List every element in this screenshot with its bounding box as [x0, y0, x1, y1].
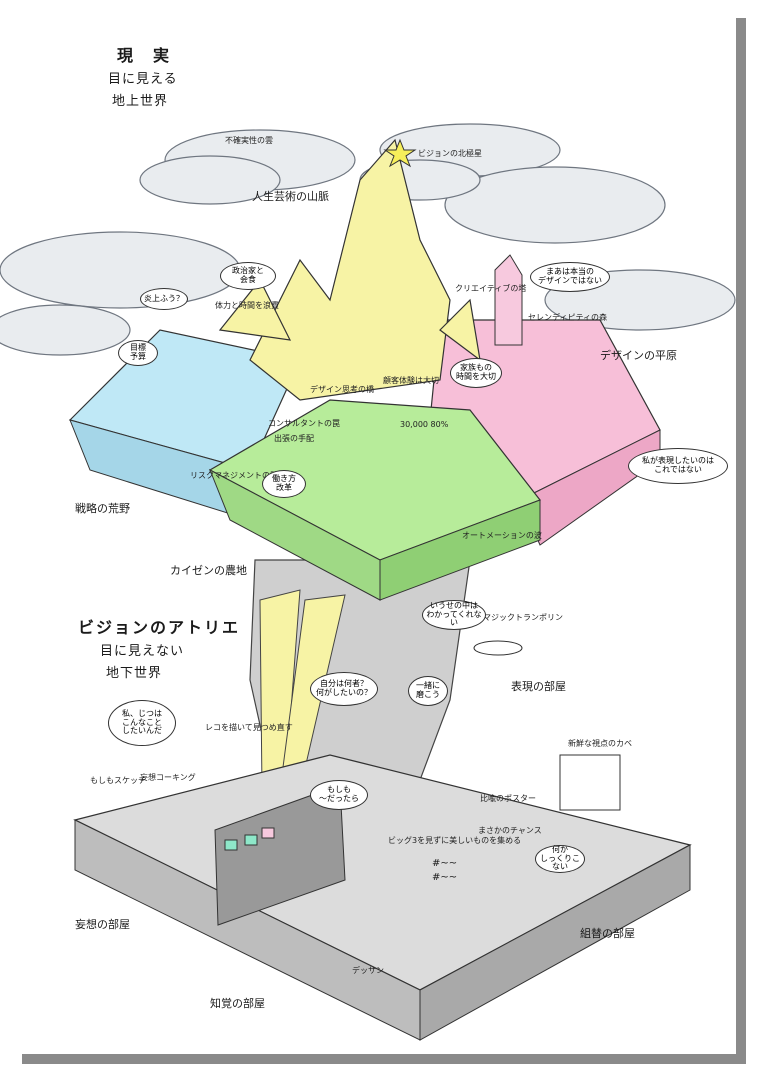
label-risk-wall: リスクマネジメントの壁: [190, 471, 278, 480]
label-creative-tower: クリエイティブの塔: [455, 284, 527, 293]
mountain-range: [218, 138, 481, 401]
label-north-star: ビジョンの北極星: [418, 149, 482, 158]
bubble-family: 家族もの 時間を大切: [450, 358, 502, 388]
bottom-world-title: ビジョンのアトリエ: [78, 618, 241, 637]
bubble-design: まあは本当の デザインではない: [530, 262, 610, 292]
bubble-gov: 政治家と 会食: [220, 262, 276, 290]
bottom-world-line1: 目に見えない: [100, 644, 185, 659]
bubble-what-if: もしも 〜だったら: [310, 780, 368, 810]
label-forest: セレンディピティの森: [528, 313, 607, 322]
label-recombination-room: 組替の部屋: [580, 927, 635, 940]
atelier-floor-right: [419, 844, 691, 1041]
farm-side-right: [379, 499, 541, 601]
label-wasteland: 戦略の荒野: [75, 502, 130, 515]
bubble-world: いうせの中は わかってくれない: [422, 600, 486, 630]
label-mountains: 人生芸術の山脈: [252, 190, 329, 203]
top-world-title: 現 実: [117, 46, 172, 65]
label-sketch: もしもスケッチ: [90, 776, 146, 785]
bottom-world-line2: 地下世界: [106, 666, 163, 681]
bubble-strange: 何か しっくりこない: [535, 845, 585, 873]
label-gallery-wall: 新鮮な視点のカベ: [568, 739, 632, 748]
idea-board-wall: [214, 784, 346, 926]
label-consultant: コンサルタントの罠: [268, 419, 340, 428]
bubble-self: 自分は何者？ 何がしたいの？: [310, 672, 378, 706]
label-bridge: デザイン思考の橋: [310, 385, 374, 394]
label-hash-2: #~~: [432, 872, 458, 883]
label-mountain-climb: 体力と時間を浪費: [215, 301, 279, 310]
bubble-reform: 働き方 改革: [262, 470, 306, 498]
magic-trampoline: [473, 640, 523, 656]
pink-tower: [494, 254, 523, 346]
bubble-cant: 私が表現したいのは これではない: [628, 448, 728, 484]
label-fantasy-room: 妄想の部屋: [75, 918, 130, 931]
top-world-line1: 目に見える: [108, 72, 178, 87]
bubble-real: 私、じつは こんなこと したいんだ: [108, 700, 176, 746]
label-trampoline: マジックトランポリン: [483, 613, 563, 622]
label-plain: デザインの平原: [600, 349, 677, 362]
label-poster: 比喩のポスター: [480, 794, 536, 803]
label-stone-sign: 顧客体験は大切: [383, 376, 439, 385]
label-collect-beauty: ビッグ3を見ずに美しいものを集める: [388, 836, 522, 845]
label-dessin: デッサン: [352, 966, 384, 975]
label-delusion-coaching: 妄想コーキング: [140, 773, 196, 782]
label-perception-room: 知覚の部屋: [210, 997, 265, 1010]
label-farm: カイゼンの農地: [170, 564, 247, 577]
north-star-icon: [383, 138, 417, 168]
bubble-target: 目標 予算: [118, 340, 158, 366]
bubble-flame: 炎上ふう？: [140, 288, 188, 310]
label-hash-1: #~~: [432, 858, 458, 869]
calendar-grid: [559, 754, 621, 811]
label-reuse: 出張の手配: [274, 434, 314, 443]
bubble-together: 一緒に 磨こう: [408, 676, 448, 706]
label-farm-kpi: 30,000 80%: [400, 420, 449, 429]
label-chance: まさかのチャンス: [478, 826, 542, 835]
label-expression-room: 表現の部屋: [511, 680, 566, 693]
label-automation: オートメーションの波: [462, 531, 542, 540]
label-record-draw: レコを描いて見つめ直す: [205, 723, 293, 732]
label-uncertainty-clouds: 不確実性の雲: [225, 136, 273, 145]
top-world-line2: 地上世界: [112, 94, 169, 109]
